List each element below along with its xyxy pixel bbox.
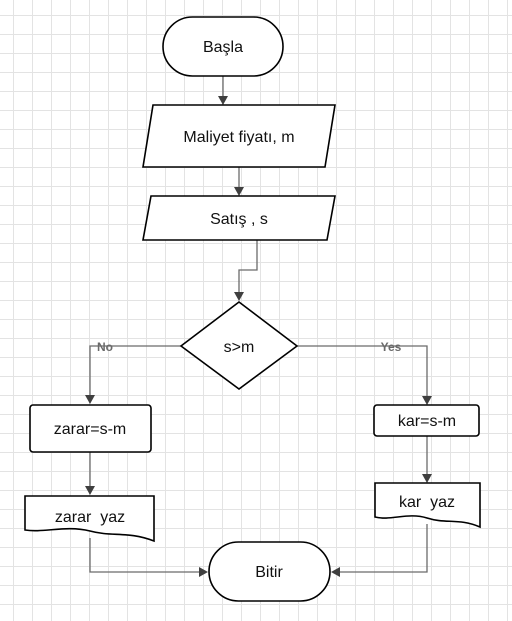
arrowhead bbox=[85, 486, 95, 495]
start-terminal bbox=[162, 16, 284, 77]
decision-diamond bbox=[179, 300, 299, 390]
profit-calc-label: kar=s-m bbox=[398, 413, 456, 430]
arrowhead bbox=[234, 187, 244, 196]
arrowhead bbox=[234, 292, 244, 301]
connector-loss-print-to-end bbox=[89, 538, 200, 573]
arrowhead bbox=[85, 395, 95, 404]
edge-label-yes: Yes bbox=[381, 340, 402, 354]
loss-print-label: zarar yaz bbox=[55, 509, 125, 526]
connector-decision-no bbox=[89, 345, 181, 396]
start-label: Başla bbox=[203, 39, 243, 56]
connector-profit-print-to-end bbox=[339, 524, 428, 573]
loss-calc-process bbox=[29, 404, 152, 453]
arrowhead bbox=[218, 96, 228, 105]
input-sale-parallelogram bbox=[142, 195, 336, 241]
arrowhead bbox=[422, 396, 432, 405]
arrowhead bbox=[199, 567, 208, 577]
end-terminal bbox=[208, 541, 331, 602]
connector-sale-to-decision bbox=[238, 240, 258, 293]
loss-print-document bbox=[24, 495, 155, 543]
profit-print-label: kar yaz bbox=[399, 494, 455, 511]
input-cost-parallelogram bbox=[142, 104, 336, 168]
arrowhead bbox=[331, 567, 340, 577]
input-sale-label: Satış , s bbox=[210, 211, 268, 228]
profit-print-document bbox=[374, 482, 481, 529]
connector-decision-yes bbox=[297, 345, 428, 397]
edge-label-no: No bbox=[97, 340, 113, 354]
arrowhead bbox=[422, 474, 432, 483]
decision-label: s>m bbox=[224, 339, 255, 356]
end-label: Bitir bbox=[255, 564, 283, 581]
profit-calc-process bbox=[373, 404, 480, 437]
loss-calc-label: zarar=s-m bbox=[54, 421, 126, 438]
input-cost-label: Maliyet fiyatı, m bbox=[183, 129, 294, 146]
